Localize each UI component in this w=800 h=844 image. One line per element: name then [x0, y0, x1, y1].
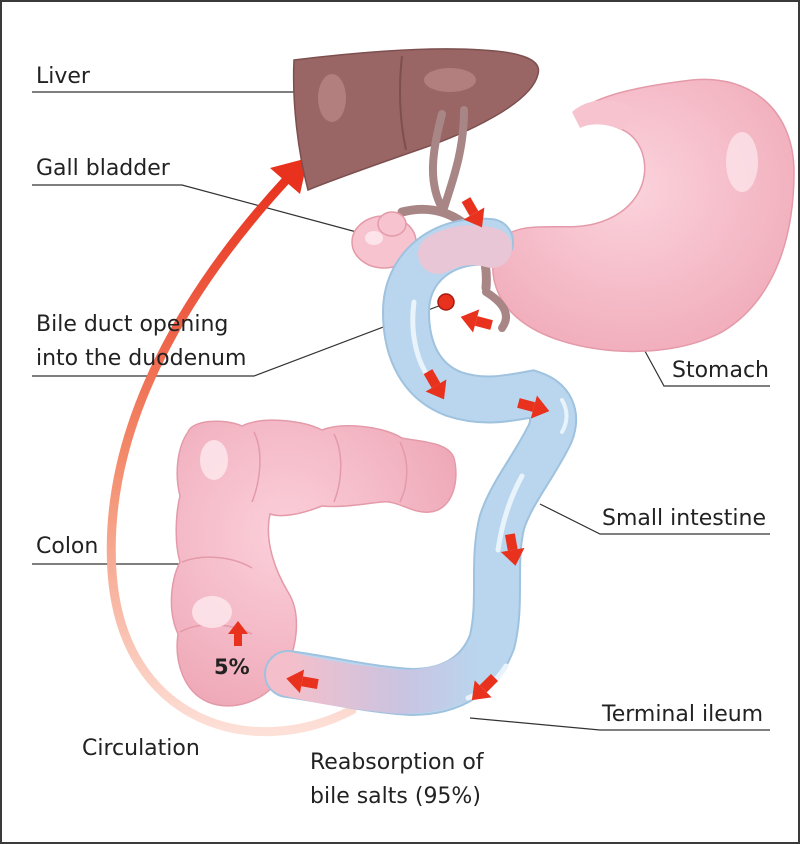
- colon-organ: [170, 419, 457, 707]
- flow-arrows: [228, 197, 550, 701]
- flow-arrow-jejunum: [517, 395, 550, 419]
- bile-duct-opening-marker: [437, 293, 455, 311]
- small-intestine-label: Small intestine: [602, 506, 766, 531]
- flow-arrow-small-intestine: [500, 533, 525, 566]
- circulation-pathway: [106, 158, 357, 736]
- circulation-label: Circulation: [82, 736, 200, 761]
- gall-bladder-label: Gall bladder: [36, 156, 170, 181]
- liver-label: Liver: [36, 64, 90, 89]
- flow-arrow-terminal-ileum: [286, 669, 319, 694]
- flow-arrow-colon-5-percent: [228, 621, 248, 646]
- flow-arrow-into-duodenum: [460, 309, 493, 333]
- stomach-label: Stomach: [672, 358, 770, 383]
- flow-arrow-duodenum: [423, 369, 447, 400]
- flow-arrow-ileum: [471, 673, 499, 701]
- bile-duct-label-line1: Bile duct opening: [36, 312, 229, 337]
- bile-duct-label-line2: into the duodenum: [36, 346, 247, 371]
- small-intestine-leader-line: [539, 503, 770, 535]
- bile-duct-leader-line: [32, 303, 445, 377]
- stomach-organ: [492, 78, 795, 353]
- reabsorption-label-line2: bile salts (95%): [310, 784, 481, 809]
- liver-organ: [292, 48, 540, 192]
- stomach-leader-line: [639, 341, 770, 387]
- colon-label: Colon: [36, 534, 99, 559]
- reabsorption-label-line1: Reabsorption of: [310, 750, 484, 775]
- terminal-ileum-label: Terminal ileum: [602, 702, 764, 727]
- gall-bladder-leader-line: [32, 184, 365, 235]
- circulation-arrowhead: [270, 158, 308, 194]
- terminal-ileum-leader-line: [469, 717, 770, 731]
- flow-arrow-bile-duct: [461, 197, 485, 228]
- five-percent-label: 5%: [214, 655, 250, 679]
- gall-bladder-organ: [351, 211, 417, 269]
